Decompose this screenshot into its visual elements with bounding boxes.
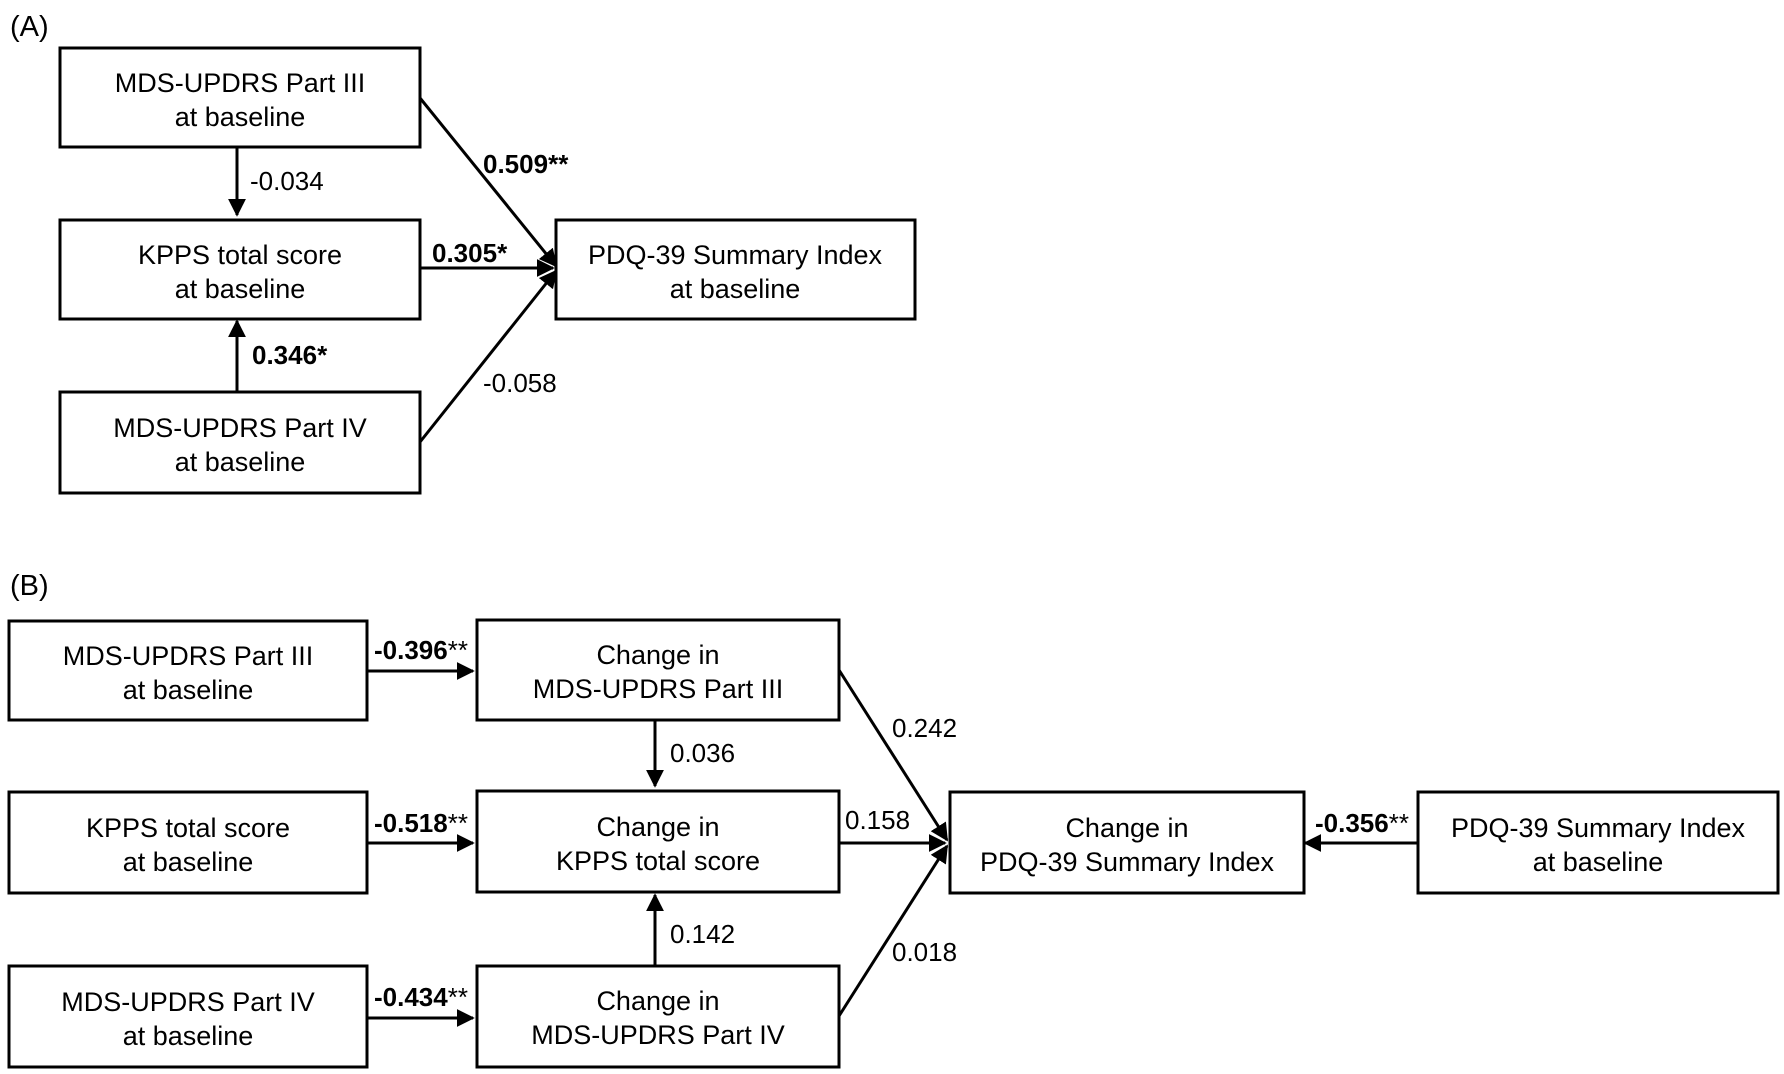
box-b-change-mds-updrs-part-iii: Change in MDS-UPDRS Part III <box>475 618 841 722</box>
coef-significance-stars: * <box>497 238 508 268</box>
box-line-1: KPPS total score <box>86 813 290 843</box>
coef-b-ckpps-to-cpdq: 0.158 <box>845 805 910 835</box>
edge-b-cp4-to-cpdq <box>837 844 949 1017</box>
coef-significance-stars: ** <box>1389 808 1409 838</box>
box-line-1: PDQ-39 Summary Index <box>1451 813 1746 843</box>
box-b-mds-updrs-part-iii-baseline: MDS-UPDRS Part III at baseline <box>7 619 369 722</box>
box-line-1: MDS-UPDRS Part III <box>115 68 366 98</box>
panel-b-label: (B) <box>10 570 49 602</box>
coef-value: 0.036 <box>670 738 735 768</box>
box-line-2: at baseline <box>670 274 801 304</box>
coef-value: 0.242 <box>892 713 957 743</box>
coef-value: 0.018 <box>892 937 957 967</box>
edge-a-p4-to-pdq <box>418 269 558 443</box>
box-a-pdq39-summary-index-baseline: PDQ-39 Summary Index at baseline <box>554 218 917 321</box>
box-line-2: PDQ-39 Summary Index <box>980 847 1275 877</box>
coef-b-p4-to-cp4: -0.434** <box>374 982 468 1012</box>
coef-significance-stars: ** <box>448 808 468 838</box>
coef-value: 0.509 <box>483 149 548 179</box>
panel-a-label: (A) <box>10 11 49 43</box>
box-b-pdq39-summary-index-baseline: PDQ-39 Summary Index at baseline <box>1416 790 1780 895</box>
box-line-2: KPPS total score <box>556 846 760 876</box>
coef-value: -0.356 <box>1315 808 1389 838</box>
box-line-2: at baseline <box>123 1021 254 1051</box>
coef-b-kpps-to-ckpps: -0.518** <box>374 808 468 838</box>
box-line-1: Change in <box>596 640 719 670</box>
box-line-1: Change in <box>1065 813 1188 843</box>
coef-value: 0.346 <box>252 340 317 370</box>
box-line-2: at baseline <box>175 102 306 132</box>
coef-value: -0.058 <box>483 368 557 398</box>
coef-value: 0.305 <box>432 238 497 268</box>
box-line-1: Change in <box>596 812 719 842</box>
coef-b-pdq-to-cpdq: -0.356** <box>1315 808 1409 838</box>
box-line-2: at baseline <box>1533 847 1664 877</box>
coef-a-p4-to-kpps: 0.346* <box>252 340 328 370</box>
box-line-1: MDS-UPDRS Part IV <box>113 413 367 443</box>
coef-significance-stars: ** <box>448 982 468 1012</box>
box-line-2: at baseline <box>175 447 306 477</box>
box-line-1: KPPS total score <box>138 240 342 270</box>
box-a-mds-updrs-part-iii-baseline: MDS-UPDRS Part III at baseline <box>58 46 422 149</box>
box-line-1: Change in <box>596 986 719 1016</box>
coef-b-cp4-to-cpdq: 0.018 <box>892 937 957 967</box>
coef-value: 0.158 <box>845 805 910 835</box>
box-line-2: at baseline <box>175 274 306 304</box>
coef-value: 0.142 <box>670 919 735 949</box>
coef-value: -0.396 <box>374 635 448 665</box>
coef-significance-stars: ** <box>548 149 569 179</box>
coef-a-p3-to-pdq: 0.509** <box>483 149 569 179</box>
box-b-mds-updrs-part-iv-baseline: MDS-UPDRS Part IV at baseline <box>7 964 369 1069</box>
box-line-2: at baseline <box>123 847 254 877</box>
box-line-2: at baseline <box>123 675 254 705</box>
coef-value: -0.434 <box>374 982 448 1012</box>
box-line-1: PDQ-39 Summary Index <box>588 240 883 270</box>
box-line-1: MDS-UPDRS Part IV <box>61 987 315 1017</box>
coef-significance-stars: * <box>317 340 328 370</box>
coef-value: -0.034 <box>250 166 324 196</box>
edge-a-p3-to-pdq <box>418 97 558 268</box>
box-a-kpps-total-score-baseline: KPPS total score at baseline <box>58 218 422 321</box>
coef-b-cp3-to-ckpps: 0.036 <box>670 738 735 768</box>
box-line-2: MDS-UPDRS Part IV <box>531 1020 785 1050</box>
box-b-change-mds-updrs-part-iv: Change in MDS-UPDRS Part IV <box>475 964 841 1069</box>
coef-a-p3-to-kpps: -0.034 <box>250 166 324 196</box>
coef-b-cp3-to-cpdq: 0.242 <box>892 713 957 743</box>
box-a-mds-updrs-part-iv-baseline: MDS-UPDRS Part IV at baseline <box>58 390 422 495</box>
box-b-change-kpps-total-score: Change in KPPS total score <box>475 789 841 894</box>
box-line-2: MDS-UPDRS Part III <box>533 674 784 704</box>
coef-b-p3-to-cp3: -0.396** <box>374 635 468 665</box>
edge-b-cp3-to-cpdq <box>837 669 949 842</box>
coef-value: -0.518 <box>374 808 448 838</box>
coef-a-kpps-to-pdq: 0.305* <box>432 238 508 268</box>
coef-b-cp4-to-ckpps: 0.142 <box>670 919 735 949</box>
box-b-change-pdq39-summary-index: Change in PDQ-39 Summary Index <box>948 790 1306 895</box>
box-line-1: MDS-UPDRS Part III <box>63 641 314 671</box>
coef-significance-stars: ** <box>448 635 468 665</box>
box-b-kpps-total-score-baseline: KPPS total score at baseline <box>7 790 369 895</box>
coef-a-p4-to-pdq: -0.058 <box>483 368 557 398</box>
